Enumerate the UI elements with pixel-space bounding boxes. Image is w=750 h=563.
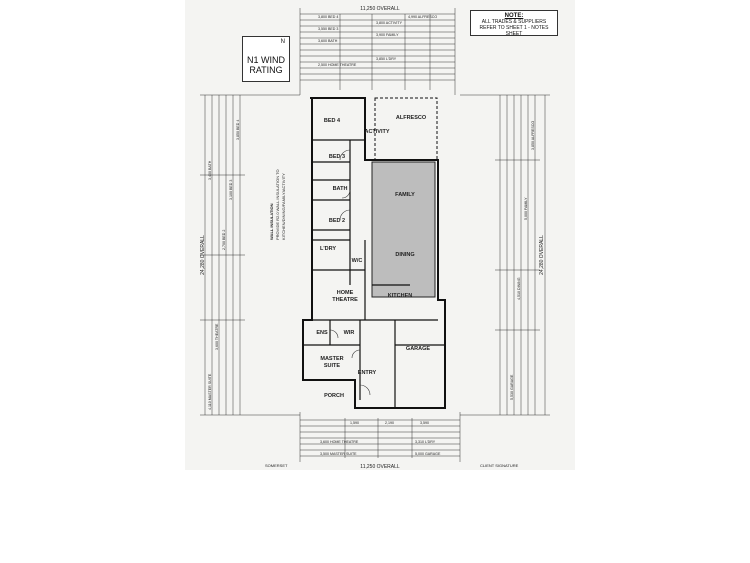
door-swings xyxy=(329,149,371,396)
dim-bottom-5: 2,190 xyxy=(385,421,394,425)
room-family: FAMILY xyxy=(395,192,415,198)
internal-walls xyxy=(303,139,445,408)
bottom-dimension-labels: 3,600 HOME THEATRE 3,500 MASTER SUITE 3,… xyxy=(320,421,441,456)
room-ldry: L'DRY xyxy=(320,246,336,252)
dim-right-2: 5,000 FAMILY xyxy=(524,197,528,220)
room-bath: BATH xyxy=(333,186,348,192)
north-label: N xyxy=(280,39,285,45)
overall-right: 24,280 OVERALL xyxy=(539,235,545,275)
dim-bottom-2: 3,310 L'DRY xyxy=(415,440,436,444)
room-porch: PORCH xyxy=(324,393,344,399)
overall-top: 11,250 OVERALL xyxy=(360,6,400,12)
dim-top-2: 3,600 BATH xyxy=(318,39,338,43)
room-bed4: BED 4 xyxy=(324,118,341,124)
dim-top-7: 4,990 ALFRESCO xyxy=(408,15,437,19)
wind-rating-box: N N1 WIND RATING xyxy=(242,36,290,82)
wind-rating-line-2: RATING xyxy=(249,65,283,75)
dim-left-3: 3,100 BED 3 xyxy=(229,180,233,200)
room-master-1: MASTER xyxy=(320,356,343,362)
left-dimension-labels: 4,110 MASTER SUITE 3,600 THEATRE 2,700 B… xyxy=(208,120,240,410)
external-walls xyxy=(302,97,446,409)
dim-top-0: 3,800 BED 4 xyxy=(318,15,338,19)
overall-dimensions: 11,250 OVERALL 11,250 OVERALL 24,280 OVE… xyxy=(200,6,545,470)
dim-bottom-6: 3,590 xyxy=(420,421,429,425)
room-wir: WIR xyxy=(344,330,355,336)
dim-right-3: 3,850 ALFRESCO xyxy=(531,121,535,150)
insulation-line-1: WALL INSULATION xyxy=(269,203,274,240)
living-zone-shading xyxy=(371,161,436,298)
insulation-line-2: PROVIDE R2.0 WALL INSULATION TO xyxy=(275,169,280,240)
dim-left-1: 3,600 THEATRE xyxy=(215,323,219,350)
room-dining: DINING xyxy=(395,252,414,258)
room-bed3: BED 3 xyxy=(329,154,345,160)
room-home-theatre-1: HOME xyxy=(337,290,354,296)
note-line-2: REFER TO SHEET 1 - NOTES SHEET xyxy=(479,25,549,37)
room-kitchen: KITCHEN xyxy=(388,293,412,299)
dim-top-3: 3,800 ACTIVITY xyxy=(376,21,403,25)
dim-top-6: 3,850 L'DRY xyxy=(376,57,397,61)
right-dimension-labels: 5,530 GARAGE 4,510 DINING 5,000 FAMILY 3… xyxy=(510,121,535,400)
top-dimension-labels: 3,800 BED 4 3,550 BED 3 3,600 BATH 3,800… xyxy=(318,15,437,67)
right-dimension-lines xyxy=(460,94,550,416)
dim-right-0: 5,530 GARAGE xyxy=(510,374,514,400)
dim-top-4: 3,900 FAMILY xyxy=(376,33,399,37)
footer-right: CLIENT SIGNATURE xyxy=(480,463,519,468)
dim-top-5: 2,500 HOME THEATRE xyxy=(318,63,357,67)
room-bed2: BED 2 xyxy=(329,218,345,224)
note-heading: NOTE: xyxy=(504,13,524,19)
room-alfresco: ALFRESCO xyxy=(396,115,427,121)
dim-bottom-1: 3,500 MASTER SUITE xyxy=(320,452,357,456)
room-home-theatre-2: THEATRE xyxy=(332,297,358,303)
top-dimension-lines xyxy=(299,8,456,95)
room-labels: BED 4 ACTIVITY ALFRESCO BED 3 BATH BED 2… xyxy=(316,115,430,399)
room-master-2: SUITE xyxy=(324,363,341,369)
bottom-dimension-lines xyxy=(299,412,461,462)
overall-bottom: 11,250 OVERALL xyxy=(360,464,400,470)
room-ens: ENS xyxy=(316,330,328,336)
note-line-1: ALL TRADES & SUPPLIERS xyxy=(481,19,547,25)
dim-left-5: 3,400 BATH xyxy=(208,160,212,180)
room-garage: GARAGE xyxy=(406,346,430,352)
wind-rating-line-1: N1 WIND xyxy=(247,55,285,65)
room-wc: W/C xyxy=(352,258,363,264)
dim-top-1: 3,550 BED 3 xyxy=(318,27,338,31)
dim-left-2: 2,700 BED 2 xyxy=(222,230,226,250)
insulation-line-3: KITCHEN/DINING/FAMILY/ACTIVITY xyxy=(281,173,286,240)
room-activity: ACTIVITY xyxy=(364,129,389,135)
left-dimension-lines xyxy=(200,94,300,416)
footer: SOMERSET CLIENT SIGNATURE xyxy=(265,463,519,468)
dim-bottom-0: 3,600 HOME THEATRE xyxy=(320,440,359,444)
dim-left-0: 4,110 MASTER SUITE xyxy=(208,373,212,410)
room-entry: ENTRY xyxy=(358,370,377,376)
dim-right-1: 4,510 DINING xyxy=(517,277,521,300)
wall-insulation-note: WALL INSULATION PROVIDE R2.0 WALL INSULA… xyxy=(269,169,286,240)
trades-note-box: NOTE: ALL TRADES & SUPPLIERS REFER TO SH… xyxy=(470,10,558,37)
footer-left: SOMERSET xyxy=(265,463,288,468)
dim-left-4: 3,850 BED 4 xyxy=(236,120,240,140)
dim-bottom-4: 1,590 xyxy=(350,421,359,425)
dim-bottom-3: 5,000 GARAGE xyxy=(415,452,441,456)
overall-left: 24,280 OVERALL xyxy=(200,235,206,275)
